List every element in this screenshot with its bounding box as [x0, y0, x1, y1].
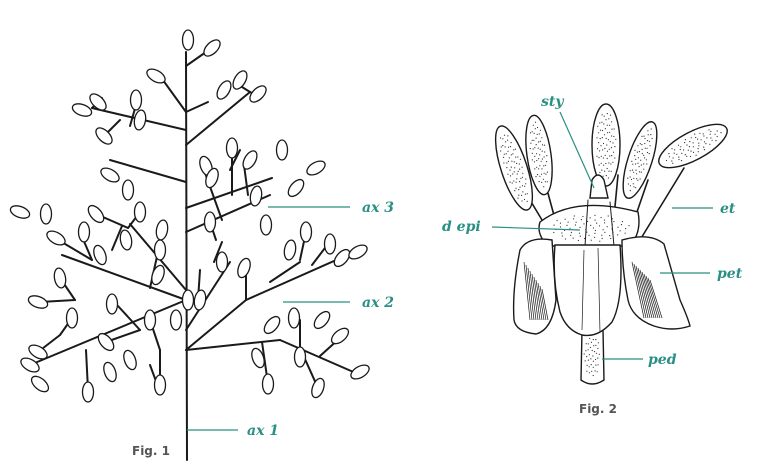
- bud-27: [9, 205, 31, 219]
- svg-text:ax 1: ax 1: [247, 423, 279, 439]
- bud-0: [181, 29, 195, 51]
- bud-52: [311, 377, 325, 399]
- bud-38: [151, 264, 165, 286]
- fig1-label-ax2: ax 2: [283, 295, 394, 311]
- bud-25: [119, 229, 133, 251]
- bud-14: [249, 185, 263, 207]
- bud-24: [155, 219, 169, 241]
- bud-57: [143, 309, 157, 331]
- bud-12: [242, 150, 258, 170]
- bud-36: [97, 332, 115, 352]
- bud-16: [306, 160, 326, 176]
- bud-7: [129, 89, 143, 111]
- svg-text:d epi: d epi: [442, 219, 481, 235]
- bud-50: [330, 327, 350, 345]
- bud-42: [283, 239, 297, 261]
- bud-3: [232, 70, 248, 90]
- bud-29: [46, 230, 66, 246]
- epigynous-disc: [538, 199, 640, 247]
- bud-49: [313, 310, 331, 330]
- bud-48: [287, 307, 301, 329]
- bud-32: [27, 295, 49, 309]
- bud-28: [77, 221, 91, 243]
- svg-text:ax 3: ax 3: [362, 200, 394, 216]
- bud-54: [251, 347, 265, 369]
- fig2-label-depi: d epi: [442, 219, 581, 235]
- bud-17: [205, 167, 219, 189]
- bud-65: [169, 309, 183, 331]
- bud-21: [121, 179, 135, 201]
- svg-text:et: et: [720, 201, 736, 217]
- bud-34: [28, 344, 48, 360]
- bud-41: [237, 257, 251, 279]
- bud-61: [30, 375, 50, 393]
- bud-20: [100, 167, 120, 183]
- bud-31: [53, 267, 67, 289]
- svg-text:sty: sty: [541, 94, 564, 110]
- bud-4: [249, 85, 267, 103]
- bud-1: [203, 39, 221, 57]
- bud-5: [89, 93, 107, 111]
- bud-6: [71, 103, 93, 117]
- bud-56: [153, 374, 167, 396]
- bud-26: [39, 203, 53, 225]
- bud-47: [263, 315, 281, 335]
- fig2-label-pet: pet: [660, 266, 743, 282]
- svg-text:pet: pet: [717, 266, 743, 282]
- petals: [512, 236, 691, 337]
- bud-62: [20, 357, 40, 373]
- bud-9: [133, 109, 147, 131]
- bud-39: [215, 251, 229, 273]
- bud-15: [275, 139, 289, 161]
- fig2-flower-drawing: [494, 103, 728, 385]
- bud-22: [87, 204, 105, 224]
- bud-63: [181, 289, 195, 311]
- fig1-label-ax1: ax 1: [187, 423, 279, 439]
- bud-8: [95, 127, 113, 145]
- bud-2: [146, 68, 166, 84]
- bud-35: [105, 293, 119, 315]
- bud-40: [203, 211, 217, 233]
- fig1-caption: Fig. 1: [132, 444, 170, 458]
- bud-64: [193, 289, 207, 311]
- bud-10: [216, 80, 232, 100]
- bud-53: [261, 373, 275, 395]
- fig2-label-sty: sty: [541, 94, 595, 189]
- bud-51: [350, 364, 370, 380]
- fig2-caption: Fig. 2: [579, 402, 617, 416]
- bud-46: [348, 244, 368, 260]
- svg-text:ped: ped: [648, 352, 677, 368]
- bud-60: [103, 361, 117, 383]
- bud-23: [133, 201, 147, 223]
- pedicel: [580, 329, 605, 385]
- bud-45: [333, 248, 351, 268]
- bud-37: [153, 239, 167, 261]
- style: [589, 174, 609, 199]
- bud-11: [225, 137, 239, 159]
- fig1-label-ax3: ax 3: [268, 200, 394, 216]
- fig2-label-et: et: [672, 201, 736, 217]
- bud-59: [81, 381, 95, 403]
- bud-58: [123, 349, 137, 371]
- bud-43: [299, 221, 313, 243]
- bud-18: [259, 214, 273, 236]
- bud-44: [323, 233, 337, 255]
- bud-30: [93, 244, 107, 266]
- bud-19: [287, 178, 305, 198]
- bud-55: [293, 346, 307, 368]
- svg-text:ax 2: ax 2: [362, 295, 394, 311]
- stamens: [494, 103, 728, 241]
- fig2-label-ped: ped: [602, 352, 677, 368]
- fig1-panicle-drawing: [9, 29, 370, 461]
- bud-33: [65, 307, 79, 329]
